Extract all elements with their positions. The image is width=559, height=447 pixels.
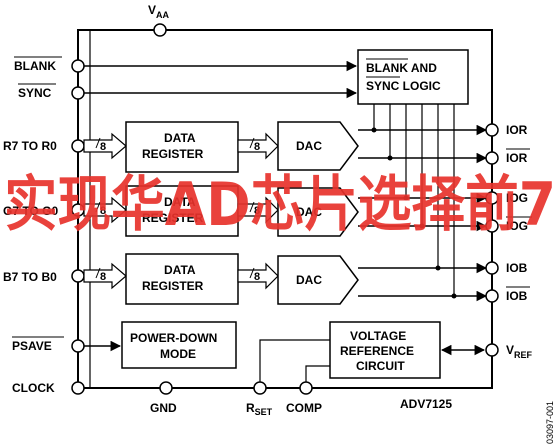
blue-dac-label: DAC [296,273,322,287]
sync-label: SYNC [18,86,52,100]
vref-line1: VOLTAGE [350,329,406,343]
blank-sync-line2: SYNC LOGIC [366,79,441,93]
green-dac-label: DAC [296,205,322,219]
pin-iob [485,261,499,275]
bottom-pins [159,381,313,395]
blue-register-line1: DATA [164,263,196,277]
pin-ior-bar [485,151,499,165]
vref-line2: REFERENCE [340,344,414,358]
green-dac-bus-width: 8 [254,205,260,217]
green-bus-label: G7 TO G0 [3,204,58,218]
vref-line3: CIRCUIT [356,359,405,373]
iob-label: IOB [506,261,528,275]
pin-rset [253,381,267,395]
red-bus-label: R7 TO R0 [3,139,57,153]
green-data-register [125,185,239,237]
vaa-label: VAA [148,3,170,20]
blue-data-register [125,253,239,305]
red-dac-label: DAC [296,139,322,153]
green-channel: 8 DATA REGISTER 8 DAC [83,185,359,237]
psave-label: PSAVE [12,339,52,353]
blank-label: BLANK [14,59,56,73]
pin-psave [71,339,85,353]
pin-vaa [153,23,167,37]
chip-name: ADV7125 [400,397,452,411]
green-bus-width: 8 [100,205,106,217]
ior-bar-label: IOR [506,151,528,165]
figure-id: 03097-001 [545,401,555,444]
voltage-reference-block [329,321,441,379]
red-data-register [125,121,239,173]
red-channel: 8 DATA REGISTER 8 DAC [83,121,359,173]
right-pins [485,123,499,357]
green-register-line2: REGISTER [142,211,204,225]
blue-channel: 8 DATA REGISTER 8 DAC [83,253,359,305]
pin-vref [485,343,499,357]
red-bus-width: 8 [100,141,106,153]
pin-clock [71,381,85,395]
gnd-label: GND [150,401,177,415]
power-down-block [121,321,237,369]
green-dac [277,187,359,237]
pin-iob-bar [485,289,499,303]
clock-label: CLOCK [12,381,55,395]
comp-label: COMP [286,401,322,415]
green-register-line1: DATA [164,195,196,209]
pin-r [71,139,85,153]
red-register-line2: REGISTER [142,147,204,161]
iob-bar-label: IOB [506,289,528,303]
blue-bus-label: B7 TO B0 [3,270,57,284]
pin-ior [485,123,499,137]
blue-dac [277,255,359,305]
blue-register-line2: REGISTER [142,279,204,293]
red-dac [277,121,359,171]
power-down-line1: POWER-DOWN [130,331,217,345]
blank-sync-line1: BLANK AND [366,61,437,75]
pin-b [71,269,85,283]
blue-dac-bus-width: 8 [254,271,260,283]
red-register-line1: DATA [164,131,196,145]
pin-gnd [159,381,173,395]
watermark-text: 实现华AD芯片选择前7 [4,170,556,240]
ior-label: IOR [506,123,528,137]
pin-iog-bar [485,219,499,233]
pin-comp [299,381,313,395]
rset-label: RSET [246,401,273,417]
pin-iog [485,191,499,205]
pin-sync [71,86,85,100]
iog-bar-label: IOG [506,219,528,233]
vref-label: VREF [506,343,533,360]
red-dac-bus-width: 8 [254,141,260,153]
blue-bus-width: 8 [100,271,106,283]
pin-blank [71,59,85,73]
power-down-line2: MODE [160,347,196,361]
iog-label: IOG [506,191,528,205]
